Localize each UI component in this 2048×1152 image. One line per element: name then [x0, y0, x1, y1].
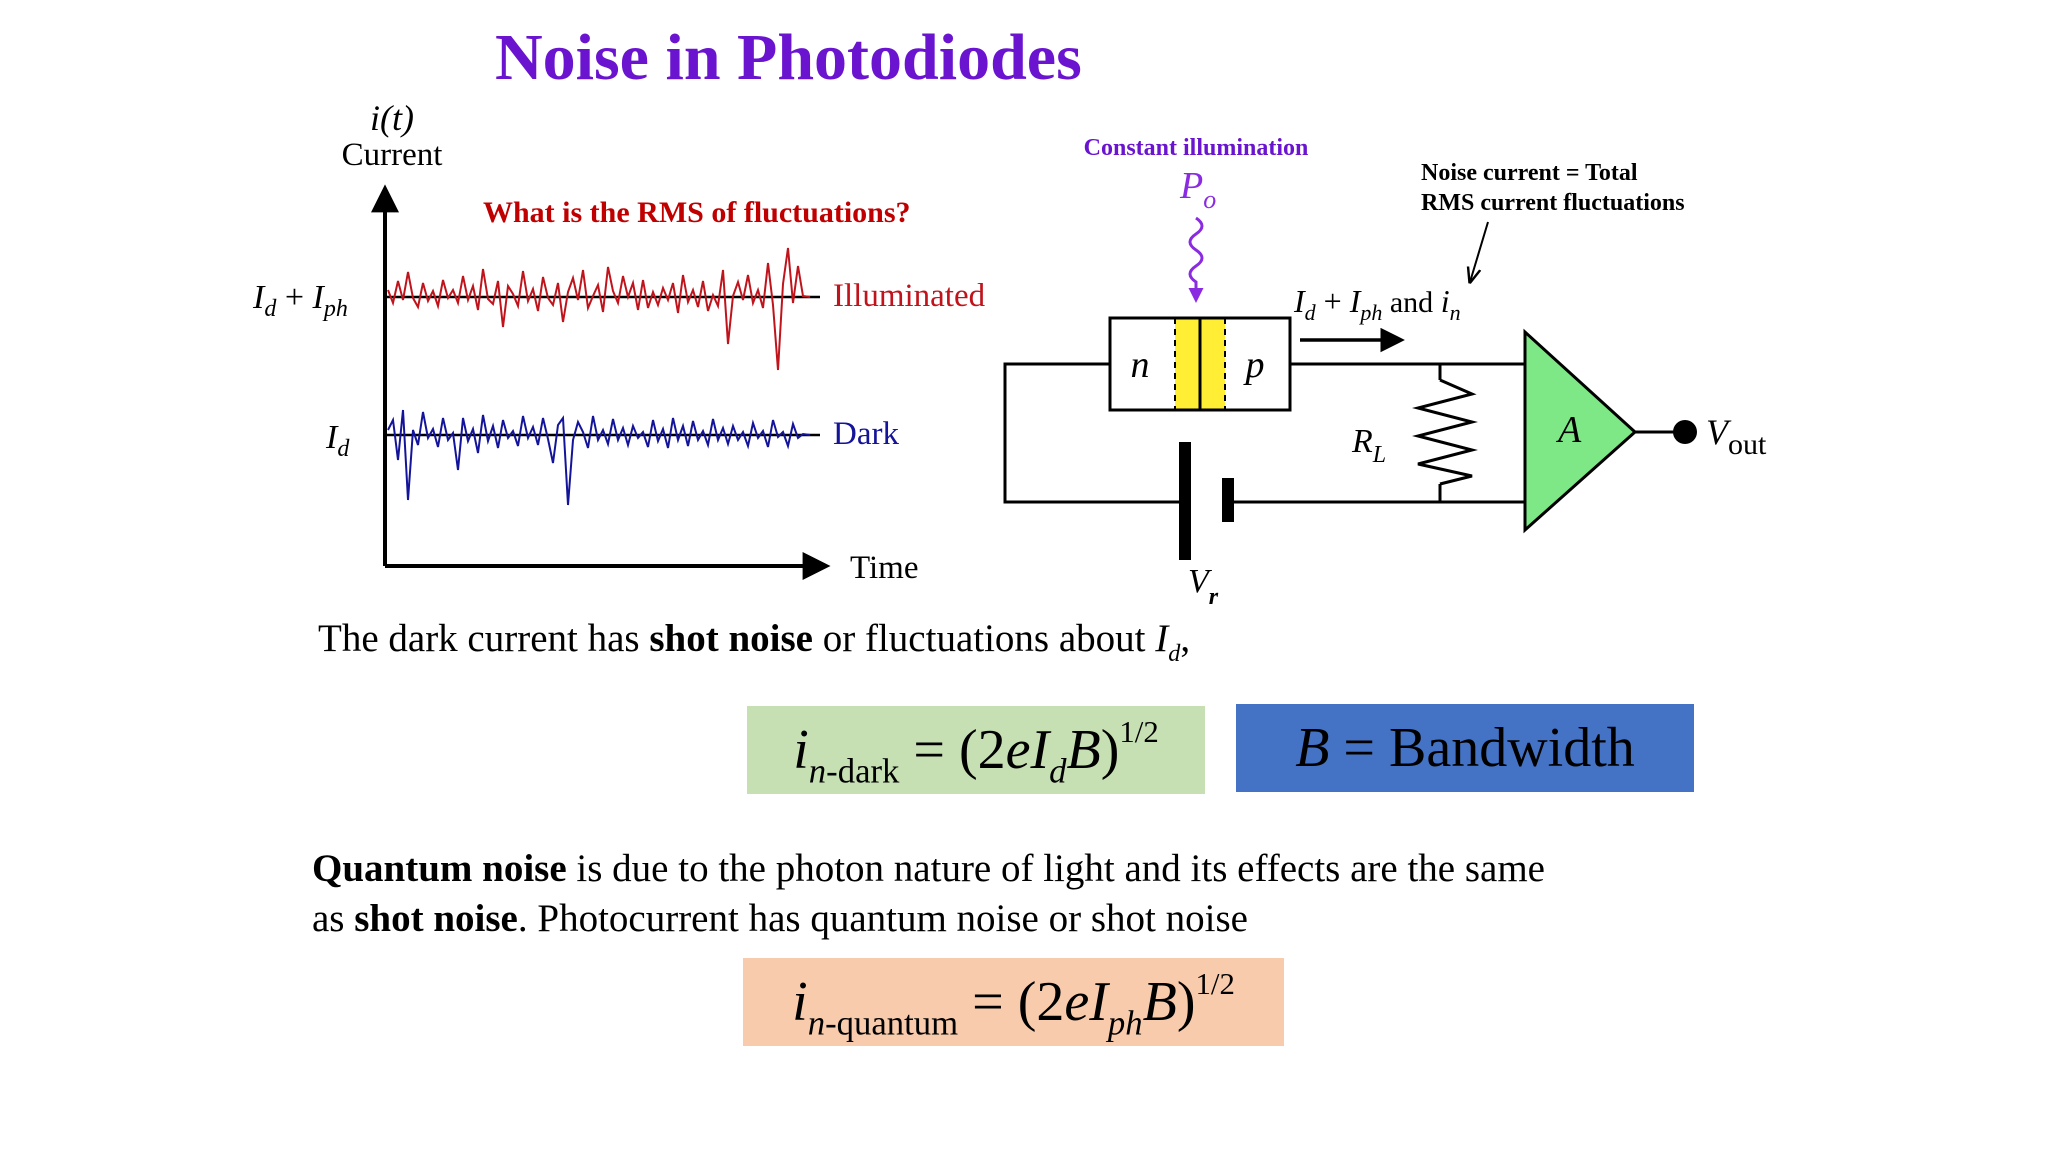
dark-label: Dark	[833, 416, 899, 452]
y-axis-label: Current	[342, 137, 443, 173]
quantum-noise-line1: Quantum noise is due to the photon natur…	[312, 847, 1545, 890]
optical-power-label: Po	[1179, 165, 1216, 214]
level-upper-label: Id + Iph	[252, 279, 348, 322]
battery-icon	[1179, 442, 1234, 560]
dark-noise-equation: in-dark = (2eIdB)1/2	[747, 706, 1205, 794]
illuminated-noise-trace	[387, 247, 811, 371]
noise-note-line1: Noise current = Total	[1421, 160, 1638, 186]
dark-current-sentence: The dark current has shot noise​ or fluc…	[318, 617, 1191, 668]
x-axis-label: Time	[850, 550, 918, 586]
photodiode-icon	[1108, 316, 1292, 412]
output-label: Vout	[1706, 412, 1767, 461]
amplifier-label: A	[1555, 409, 1582, 451]
resistor-label: RL	[1351, 423, 1386, 468]
noise-note-line2: RMS current fluctuations	[1421, 190, 1685, 216]
photon-wave-icon	[1188, 216, 1204, 303]
quantum-noise-line2: as shot noise. Photocurrent has quantum …	[312, 897, 1248, 940]
output-terminal-icon	[1673, 420, 1697, 444]
y-axis-symbol: i(t)	[370, 98, 414, 138]
battery-label: Vr	[1188, 563, 1219, 610]
level-lower-label: Id	[325, 419, 350, 462]
quantum-noise-equation: in-quantum = (2eIphB)1/2	[743, 958, 1284, 1046]
dark-noise-trace	[387, 409, 811, 506]
rms-question: What is the RMS of fluctuations?	[483, 196, 911, 229]
plot-axes	[371, 184, 831, 580]
noise-note-pointer	[1470, 221, 1489, 282]
illumination-label: Constant illumination	[1084, 135, 1309, 161]
resistor-icon	[1412, 378, 1478, 486]
bandwidth-definition: B = Bandwidth	[1236, 704, 1694, 792]
amplifier-icon	[1523, 328, 1638, 534]
p-region-label: p	[1243, 344, 1265, 386]
photodiode-figure: i(t) Current Time What is the RMS of flu…	[252, 98, 1767, 610]
slide-title: Noise in Photodiodes	[495, 21, 1082, 94]
n-region-label: n	[1131, 344, 1150, 386]
current-label: Id + Iph and in	[1293, 283, 1461, 325]
illuminated-label: Illuminated	[833, 278, 986, 314]
circuit-wires	[1003, 362, 1685, 504]
